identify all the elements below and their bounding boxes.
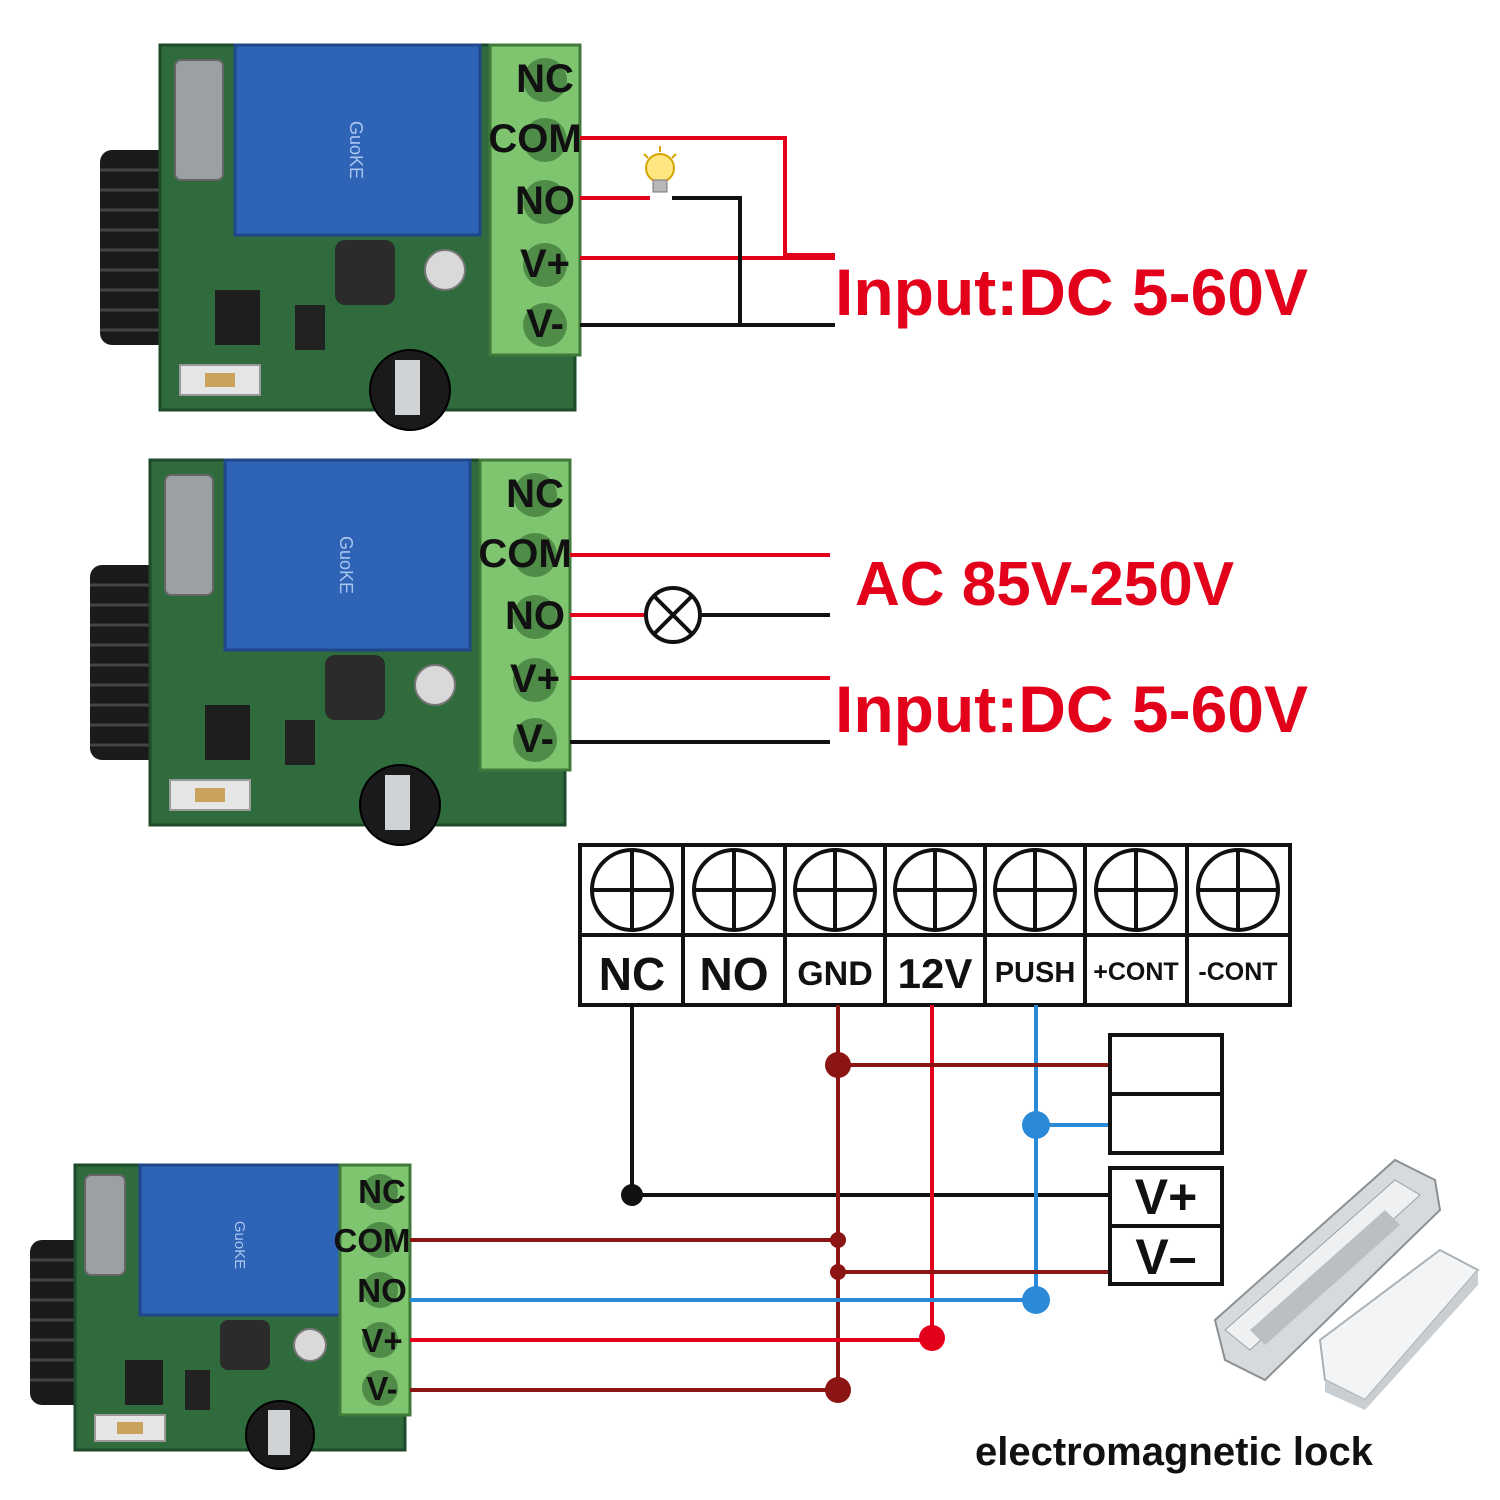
lock-terminal-vminus: V– — [1135, 1229, 1196, 1285]
controller-terminal-12v: 12V — [898, 950, 973, 997]
relay-module-1: GuoKE NC COM NO V+ V- — [100, 43, 582, 431]
electromagnetic-lock-image — [1213, 1158, 1480, 1410]
module3-terminal-nc: NC — [358, 1173, 406, 1210]
controller-terminal-push: PUSH — [995, 957, 1076, 989]
module1-terminal-com: COM — [488, 117, 581, 161]
ic-chip — [215, 290, 260, 345]
wires-diagram2 — [570, 553, 830, 744]
small-capacitor — [293, 1328, 327, 1362]
controller-terminal-no: NO — [700, 948, 769, 1000]
diagram2-input-label: Input:DC 5-60V — [835, 672, 1308, 746]
controller-terminal-gnd: GND — [797, 955, 873, 993]
module3-terminal-no: NO — [357, 1272, 407, 1309]
lock-caption: electromagnetic lock — [975, 1430, 1374, 1474]
relay-box — [223, 458, 472, 652]
ic-chip — [125, 1360, 163, 1405]
inductor — [325, 655, 385, 720]
screw-terminals — [513, 473, 557, 762]
module1-terminal-vplus: V+ — [520, 242, 570, 286]
svg-text:GuoKE: GuoKE — [346, 121, 366, 179]
module2-terminal-nc: NC — [506, 472, 564, 516]
screw-symbols — [590, 848, 1280, 932]
module2-terminal-vplus: V+ — [510, 657, 560, 701]
wire-junctions — [621, 1052, 1050, 1403]
exit-button-box — [1108, 1033, 1224, 1155]
relay-box — [233, 43, 482, 237]
controller-terminal-plus-cont: +CONT — [1093, 958, 1178, 986]
screw-terminals — [362, 1174, 398, 1406]
controller-terminal-block: NC NO GND 12V PUSH +CONT -CONT — [578, 843, 1292, 1007]
module3-terminal-vplus: V+ — [361, 1322, 402, 1359]
wires-diagram3 — [410, 1005, 1110, 1392]
module3-terminal-com: COM — [334, 1222, 411, 1259]
diode — [295, 305, 325, 350]
svg-text:GuoKE: GuoKE — [231, 1221, 248, 1269]
module2-terminal-vminus: V- — [516, 717, 554, 761]
ic-chip — [205, 705, 250, 760]
inductor — [220, 1320, 270, 1370]
module2-terminal-no: NO — [505, 594, 565, 638]
small-capacitor — [424, 249, 466, 291]
inductor — [335, 240, 395, 305]
screw-terminals — [523, 58, 567, 347]
module1-terminal-vminus: V- — [526, 302, 564, 346]
relay-module-3: GuoKE NC COM NO V+ V- — [30, 1163, 412, 1470]
relay-module-2: GuoKE NC COM NO V+ V- — [90, 458, 572, 846]
crystal-component — [164, 474, 214, 596]
diode — [285, 720, 315, 765]
lock-terminal-box: V+ V– — [1108, 1166, 1224, 1286]
relay-box — [138, 1163, 342, 1317]
controller-terminal-minus-cont: -CONT — [1198, 958, 1277, 986]
diode — [185, 1370, 210, 1410]
module3-terminal-vminus: V- — [366, 1370, 397, 1407]
svg-text:GuoKE: GuoKE — [336, 536, 356, 594]
wires-diagram1 — [580, 136, 835, 327]
module1-terminal-no: NO — [515, 179, 575, 223]
small-capacitor — [414, 664, 456, 706]
diagram1-input-label: Input:DC 5-60V — [835, 255, 1308, 329]
light-bulb-icon — [643, 146, 677, 193]
module2-terminal-com: COM — [478, 532, 571, 576]
controller-terminal-nc: NC — [599, 948, 665, 1000]
lamp-symbol-icon — [644, 586, 702, 644]
lock-terminal-vplus: V+ — [1135, 1169, 1198, 1225]
crystal-component — [84, 1174, 126, 1276]
module1-terminal-nc: NC — [516, 57, 574, 101]
diagram2-ac-label: AC 85V-250V — [855, 550, 1234, 619]
crystal-component — [174, 59, 224, 181]
